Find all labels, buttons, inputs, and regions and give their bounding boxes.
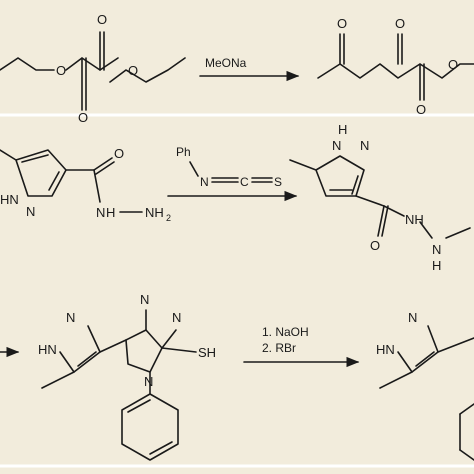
diketo-ester: O O O O	[317, 16, 474, 117]
atom-n: N	[408, 310, 417, 325]
atom-n: N	[144, 374, 153, 389]
atom-o: O	[416, 102, 426, 117]
reagent-n: N	[200, 175, 209, 189]
atom-sh: SH	[198, 345, 216, 360]
atom-o: O	[448, 57, 458, 72]
atom-o: O	[395, 16, 405, 31]
atom-n: N	[96, 205, 105, 220]
atom-h: H	[432, 258, 441, 273]
atom-n: N	[432, 242, 441, 257]
atom-nn: N	[332, 138, 341, 153]
atom-nh: NH	[405, 212, 424, 227]
pyrazole-carbohydrazide: HN N O N H NH 2	[0, 146, 171, 223]
atom-o: O	[78, 110, 88, 125]
arrow-step-3: 1. NaOH 2. RBr	[243, 325, 360, 368]
atom-h: H	[338, 122, 347, 137]
atom-o: O	[128, 63, 138, 78]
atom-n: N	[172, 310, 181, 325]
arrow-step-1: MeONa	[199, 56, 300, 82]
pyrazolyl-triazole-thiol: HN N N N N SH	[38, 292, 216, 461]
reagent-meona: MeONa	[205, 56, 247, 70]
alkylated-product: HN N	[376, 310, 474, 461]
atom-n: N	[26, 204, 35, 219]
atom-n: N	[66, 310, 75, 325]
thiosemicarbazide-product: H N N O NH N H	[289, 122, 471, 273]
reagent-phenyl: Ph	[176, 145, 191, 159]
atom-o: O	[114, 146, 124, 161]
atom-o: O	[56, 63, 66, 78]
atom-n: N	[140, 292, 149, 307]
atom-hn: HN	[0, 192, 19, 207]
atom-hn: HN	[38, 342, 57, 357]
reagent-c: C	[240, 175, 249, 189]
atom-o: O	[337, 16, 347, 31]
reagent-s: S	[274, 175, 282, 189]
atom-n: N	[360, 138, 369, 153]
atom-nh2: NH	[145, 205, 164, 220]
atom-o: O	[97, 12, 107, 27]
atom-h: H	[106, 205, 115, 220]
atom-subscript: 2	[166, 213, 171, 223]
diethyl-oxalate: O O O O	[0, 12, 186, 125]
atom-hn: HN	[376, 342, 395, 357]
atom-o: O	[370, 238, 380, 253]
reagent-rbr: 2. RBr	[262, 341, 296, 355]
arrow-step-2: Ph N C S	[167, 145, 298, 202]
reagent-naoh: 1. NaOH	[262, 325, 309, 339]
